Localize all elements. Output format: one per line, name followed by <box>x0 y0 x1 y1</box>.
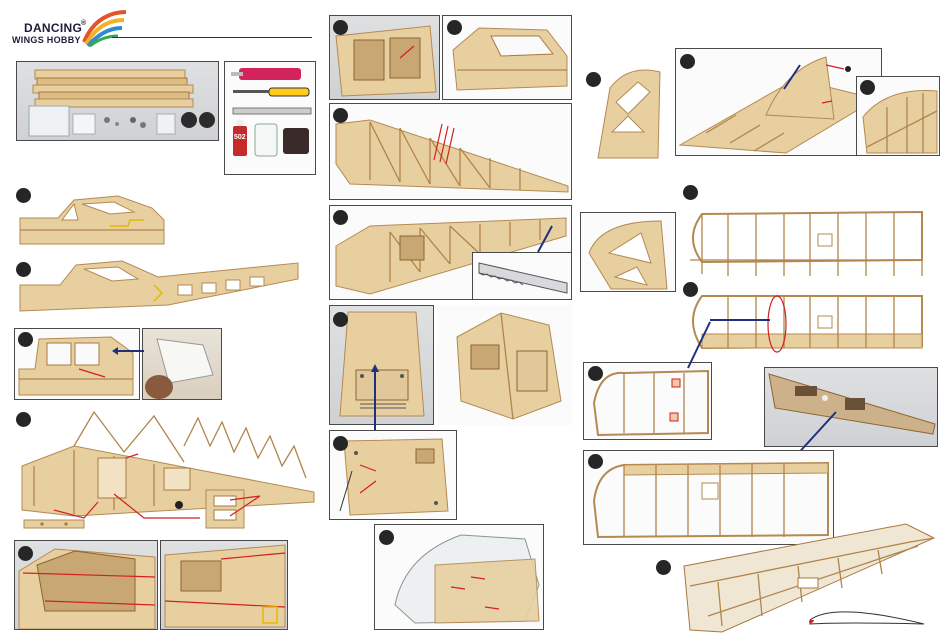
step-9-badge <box>333 210 348 225</box>
step-18-arrow <box>684 320 714 370</box>
glue-tube-label: 502 <box>234 134 246 141</box>
step-6-badge <box>333 20 348 35</box>
brand-name-line1: DANCING <box>24 22 82 34</box>
step-12-canopy-photo <box>374 524 544 630</box>
step-13-badge <box>586 72 601 87</box>
wing-frame-step-16 <box>680 204 930 284</box>
window-part-photo <box>142 328 222 400</box>
step-11-hatch-photo <box>329 430 457 520</box>
header-rule <box>112 37 312 38</box>
kit-contents-photo <box>16 61 219 141</box>
fuselage-side-panel <box>18 190 168 250</box>
step-12-badge <box>379 530 394 545</box>
step-7-badge <box>447 20 462 35</box>
step-14-badge <box>680 54 695 69</box>
rail-part-detail <box>22 518 86 532</box>
step-3-badge <box>18 332 33 347</box>
wing-swirl-icon <box>78 8 130 48</box>
step-2-badge <box>16 262 31 277</box>
wing-rib-photo <box>580 212 676 292</box>
step-10-badge <box>333 312 348 327</box>
brand-name-line2: WINGS HOBBY <box>12 36 81 45</box>
step-10-fuselage-photo <box>437 305 572 425</box>
step-19-badge <box>588 454 603 469</box>
step-5-interior-photo-left <box>14 540 158 630</box>
step-14-tail-photo <box>675 48 882 156</box>
step-5-badge <box>18 546 33 561</box>
step-5-interior-photo-right <box>160 540 288 630</box>
step-3-arrow <box>110 346 146 356</box>
step-8-fuselage-photo <box>329 103 572 200</box>
fuselage-full-side <box>18 255 300 317</box>
step-15-badge <box>860 80 875 95</box>
saw-tool-inset <box>472 252 572 300</box>
step-1-badge <box>16 188 31 203</box>
former-part-detail <box>204 488 274 532</box>
airfoil-profile <box>804 604 928 628</box>
step-20-badge <box>656 560 671 575</box>
wing-frame-step-17 <box>680 290 930 362</box>
step-18-badge <box>588 366 603 381</box>
step-11-badge <box>333 436 348 451</box>
step-4-badge <box>16 412 31 427</box>
step-8-badge <box>333 108 348 123</box>
tools-photo: 502 <box>224 61 316 175</box>
brand-logo: DANCING ® WINGS HOBBY <box>10 8 130 48</box>
fuselage-assembly <box>14 406 320 536</box>
step-17-badge <box>683 282 698 297</box>
step-16-badge <box>683 185 698 200</box>
registered-mark: ® <box>81 20 86 27</box>
